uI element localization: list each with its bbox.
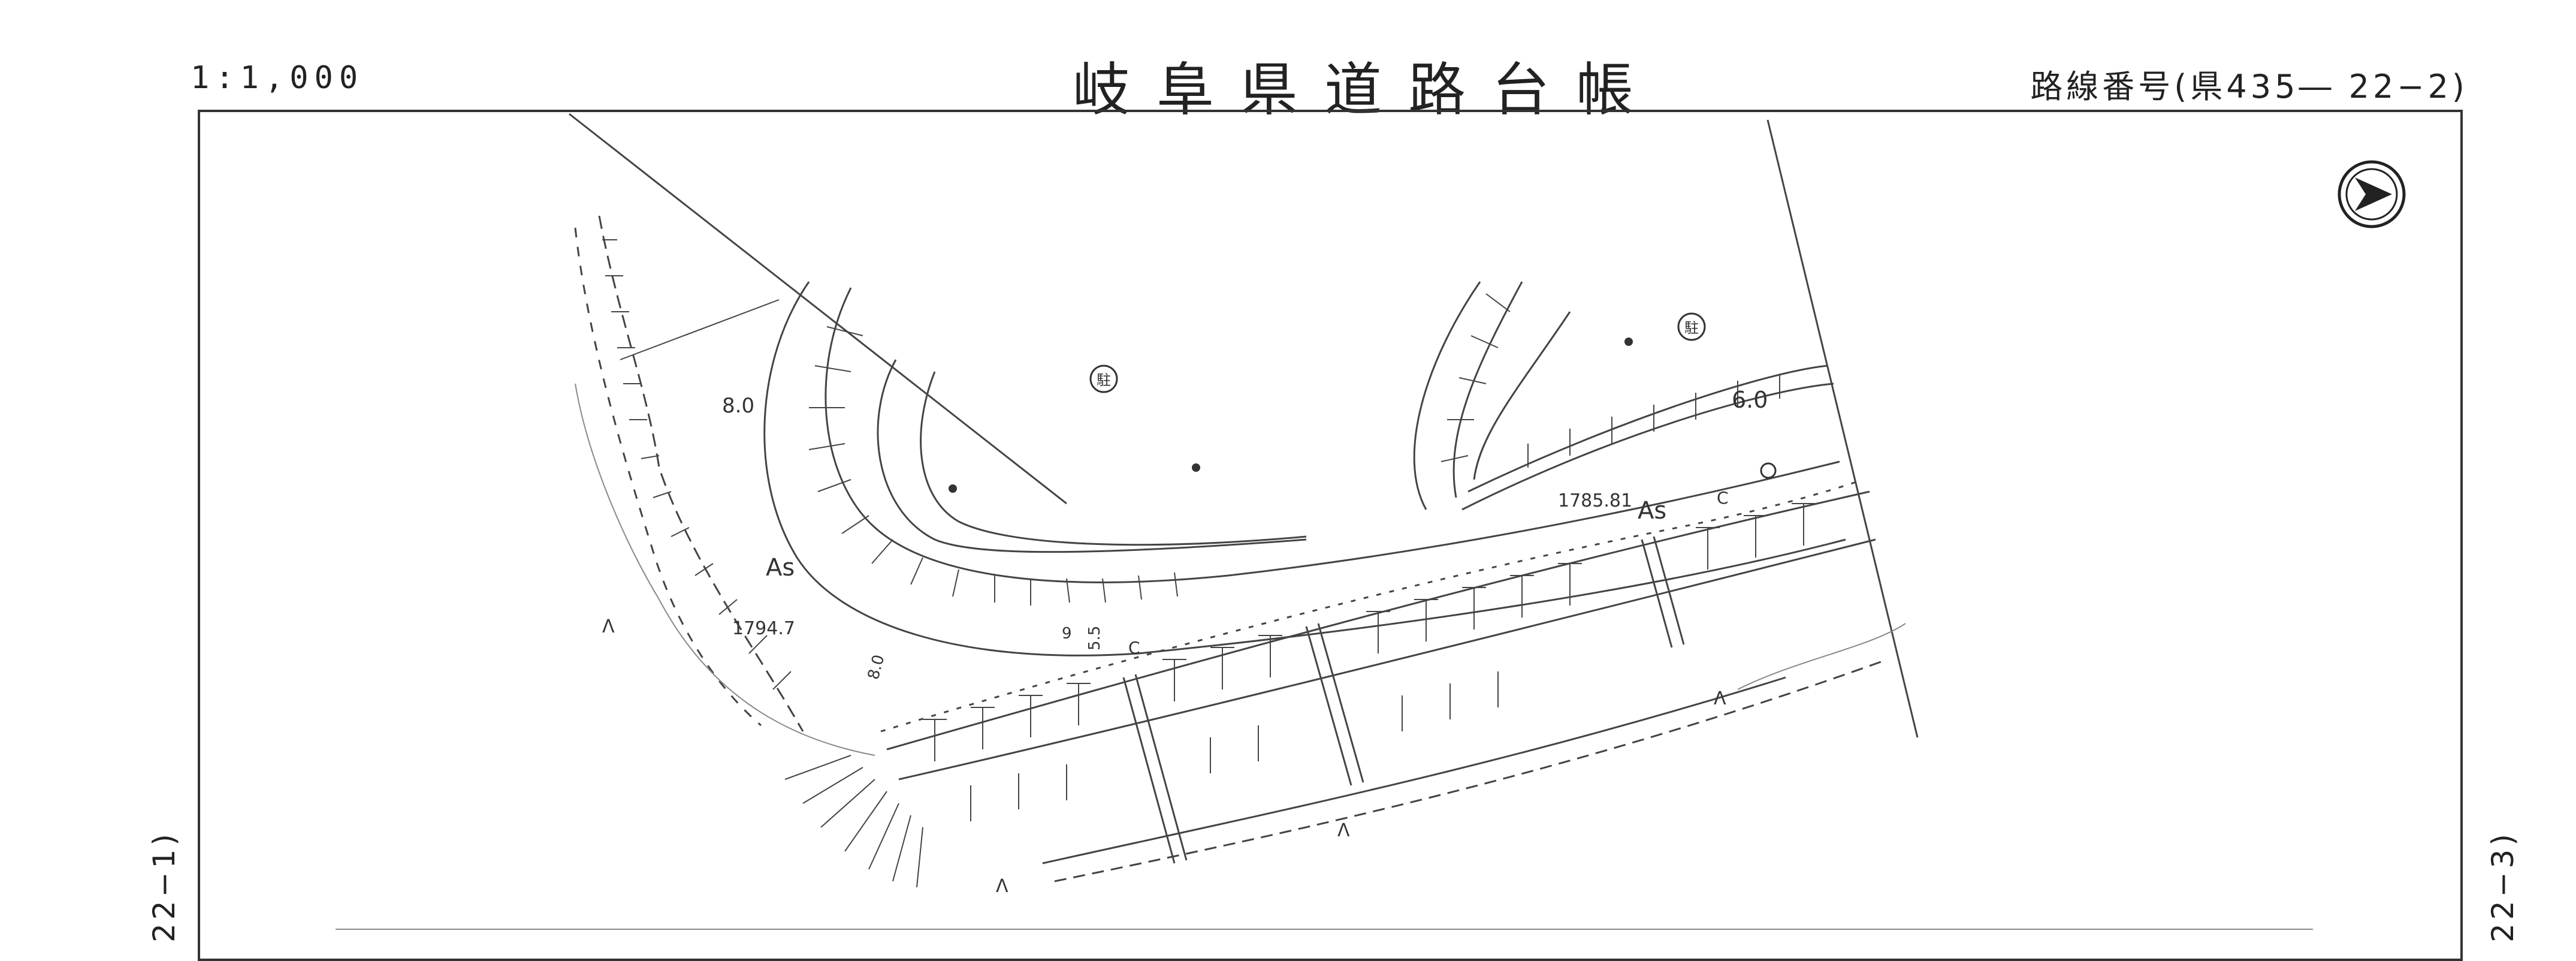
road-edge	[920, 371, 1307, 546]
road-width-label: 8.0	[722, 394, 754, 418]
slope-boundary	[1054, 658, 1888, 882]
boundary-line	[569, 113, 1067, 505]
surface-label: As	[766, 554, 795, 582]
route-number: 路線番号(県435― 22−2)	[2030, 68, 2468, 106]
parking-symbol: 駐	[1677, 312, 1706, 341]
page-title: 岐阜県道路台帳	[1073, 56, 1660, 123]
boundary-line	[620, 299, 780, 360]
survey-point	[949, 484, 957, 493]
dimension-label: 9	[1062, 625, 1072, 643]
road-edge	[1452, 281, 1523, 498]
slope-hatch	[784, 755, 923, 888]
survey-point	[1192, 463, 1200, 472]
road-edge	[886, 490, 1870, 751]
dimension-label: 5.5	[1086, 626, 1104, 650]
bridge	[1641, 536, 1685, 648]
surface-label: As	[1638, 497, 1666, 525]
road-edge	[877, 359, 1307, 553]
contour-line	[575, 383, 875, 756]
road-edge	[763, 281, 1846, 656]
elevation-label: 1785.81	[1558, 490, 1632, 511]
bridge	[1305, 623, 1364, 786]
slope-boundary	[598, 215, 804, 732]
road-edge	[1413, 281, 1481, 510]
utility-pole-symbol	[1760, 462, 1777, 479]
road-edge	[1042, 676, 1786, 864]
boundary-line	[1766, 119, 1919, 738]
vegetation-mark: Λ	[996, 876, 1008, 897]
contour-line	[1737, 623, 1906, 690]
road-edge	[825, 287, 1840, 583]
vegetation-mark: Λ	[602, 616, 615, 637]
scale-label: 1:1,000	[191, 60, 364, 96]
curb-line	[880, 478, 1864, 733]
dimension-label: 8.0	[865, 653, 889, 682]
bridge	[1122, 674, 1188, 864]
road-edge	[1467, 364, 1828, 493]
road-edge	[1461, 382, 1834, 511]
vegetation-mark: Λ	[1337, 820, 1350, 841]
elevation-label: 1794.7	[732, 618, 795, 639]
road-width-label: 6.0	[1732, 387, 1768, 413]
north-arrow-icon	[2338, 160, 2406, 228]
survey-point	[1624, 338, 1633, 346]
slope-boundary	[574, 227, 762, 727]
road-edge	[898, 538, 1876, 781]
parking-symbol: 駐	[1089, 364, 1118, 393]
curb-label: C	[1128, 638, 1140, 658]
curb-label: C	[1717, 488, 1729, 508]
slope-hatch	[923, 503, 1816, 821]
svg-text:駐: 駐	[1684, 320, 1699, 336]
road-edge	[1473, 311, 1571, 480]
slope-hatch	[602, 239, 1780, 690]
svg-text:駐: 駐	[1097, 372, 1111, 388]
vegetation-mark: Λ	[1714, 688, 1726, 709]
